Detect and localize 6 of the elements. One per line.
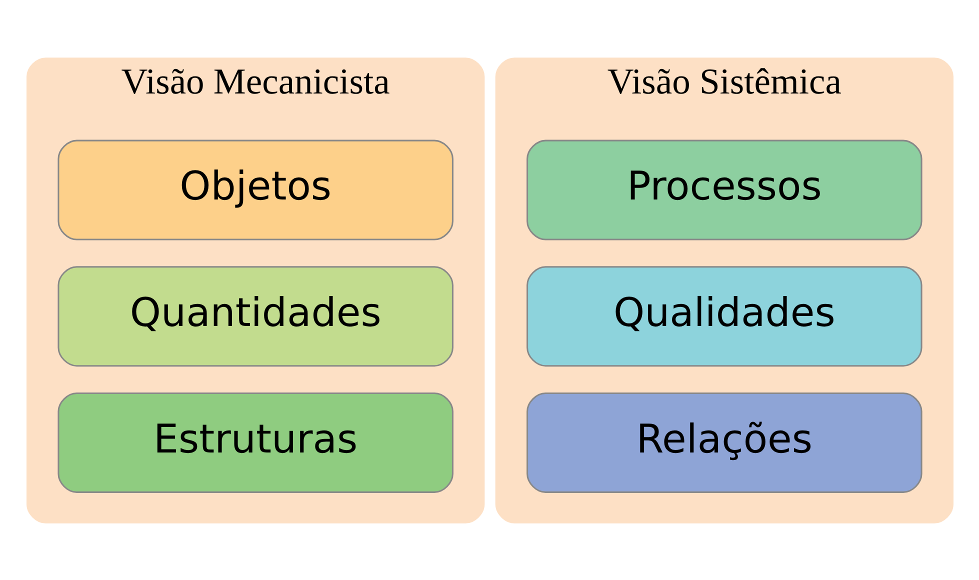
node-box: Quantidades [57, 266, 453, 366]
node-box: Processos [526, 139, 922, 240]
node-box: Estruturas [57, 392, 453, 492]
node-box: Relações [526, 392, 922, 492]
node-box: Qualidades [526, 266, 922, 366]
node-box: Objetos [57, 139, 453, 240]
